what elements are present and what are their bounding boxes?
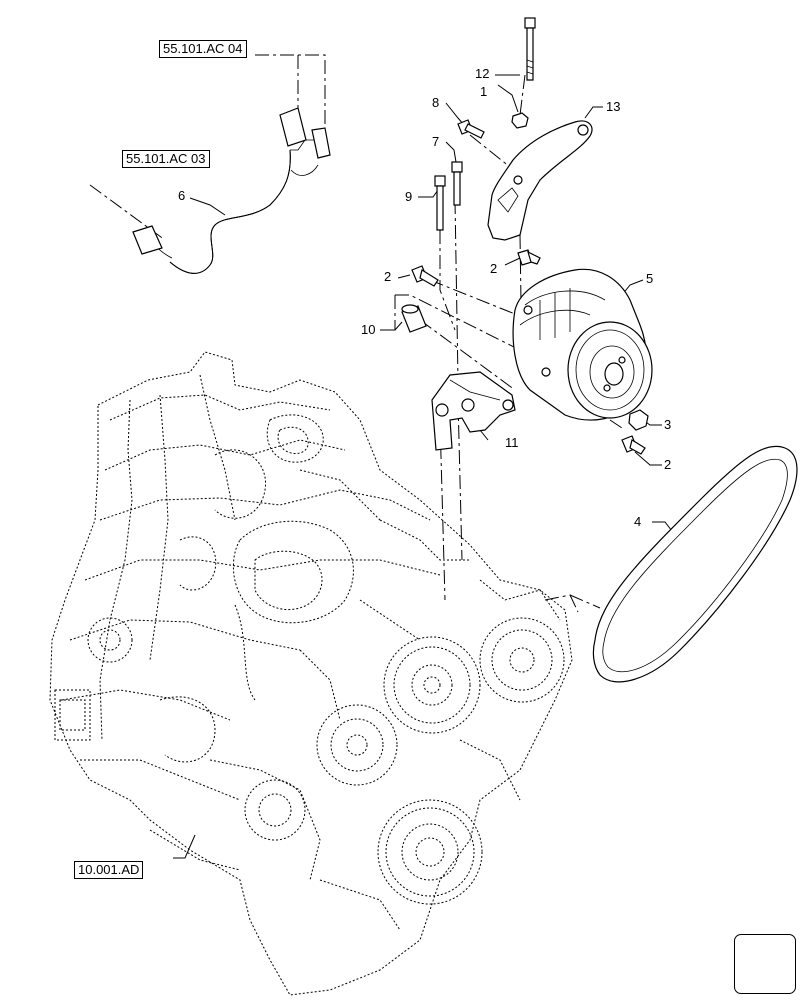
reference-label-ac03[interactable]: 55.101.AC 03 bbox=[122, 150, 210, 168]
callout-6: 6 bbox=[178, 188, 186, 203]
callout-4: 4 bbox=[634, 514, 642, 529]
callout-13: 13 bbox=[606, 99, 621, 114]
part-12-long-bolt bbox=[524, 17, 536, 81]
callout-5: 5 bbox=[646, 271, 654, 286]
part-5-compressor bbox=[512, 268, 653, 421]
callout-9: 9 bbox=[405, 189, 413, 204]
reference-label-engine[interactable]: 10.001.AD bbox=[74, 861, 144, 879]
reference-label-ac04[interactable]: 55.101.AC 04 bbox=[159, 40, 247, 58]
part-9-bolt bbox=[434, 175, 446, 231]
part-2-bolt-left bbox=[411, 265, 439, 287]
part-11-mounting-bracket bbox=[431, 371, 516, 451]
callout-10: 10 bbox=[361, 322, 376, 337]
callout-2-upper: 2 bbox=[490, 261, 498, 276]
part-3-nut bbox=[628, 409, 649, 431]
part-7-bolt bbox=[451, 161, 463, 206]
callout-11: 11 bbox=[505, 435, 519, 450]
callout-7: 7 bbox=[432, 134, 440, 149]
part-1-nut bbox=[511, 112, 529, 129]
part-10-spacer bbox=[401, 304, 427, 333]
part-4-drive-belt bbox=[592, 445, 798, 683]
part-8-bolt bbox=[457, 119, 485, 139]
part-2-bolt-upper bbox=[517, 249, 541, 266]
callout-2-lower: 2 bbox=[664, 457, 672, 472]
callout-12: 12 bbox=[475, 66, 490, 81]
part-13-bracket bbox=[487, 120, 593, 241]
callout-2-left: 2 bbox=[384, 269, 392, 284]
callout-leaders bbox=[173, 74, 676, 859]
part-2-bolt-lower bbox=[621, 435, 646, 455]
callout-1: 1 bbox=[480, 84, 488, 99]
callout-3: 3 bbox=[664, 417, 672, 432]
part-6-wire-harness bbox=[132, 107, 331, 274]
navigation-button[interactable] bbox=[734, 934, 796, 994]
callout-8: 8 bbox=[432, 95, 440, 110]
engine-assembly bbox=[49, 351, 573, 996]
